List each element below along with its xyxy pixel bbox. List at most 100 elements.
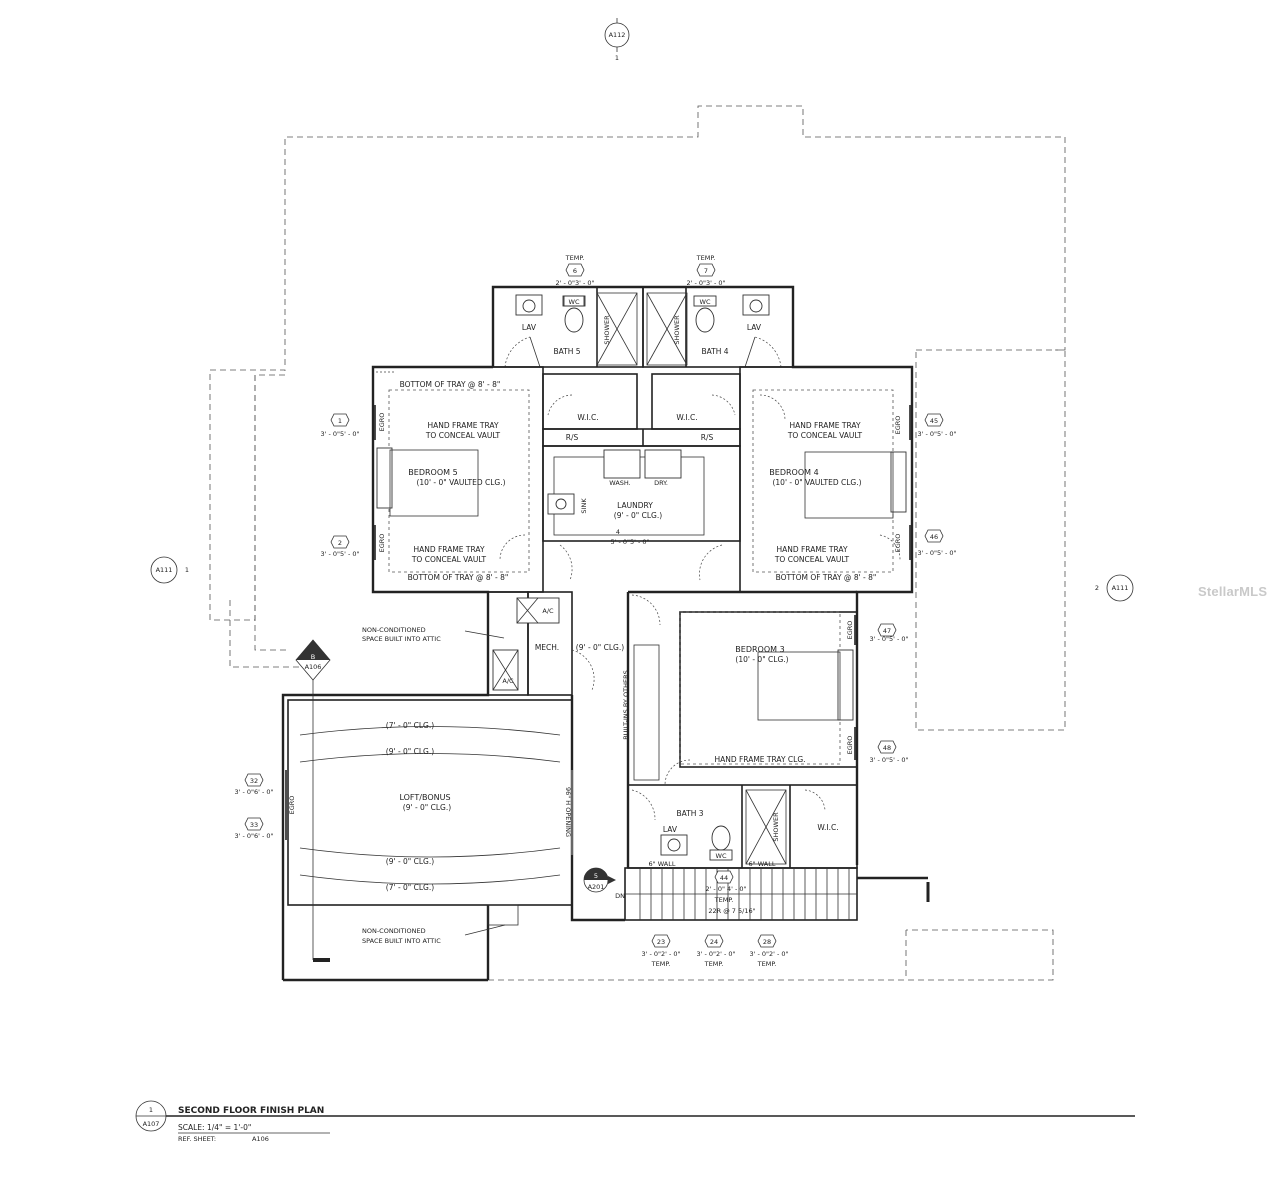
- loft-clg-7-top: (7' - 0" CLG.): [386, 721, 434, 730]
- window-tag-1: 1 3' - 0"5' - 0": [320, 413, 360, 438]
- section-ref-left: A111 1: [150, 556, 189, 584]
- window-tag-46: 46 3' - 0"5' - 0": [917, 529, 957, 557]
- section-ref-right: A111 2: [1095, 574, 1134, 602]
- section-ref-top: A112 1: [604, 18, 630, 62]
- builtins-label: BUILT-INS BY OTHERS: [622, 670, 630, 739]
- mech-label: MECH.: [535, 643, 559, 652]
- bedroom5-tray-top: BOTTOM OF TRAY @ 8' - 8": [400, 380, 501, 389]
- svg-text:32: 32: [250, 777, 258, 785]
- stair-dn-label: DN: [615, 892, 625, 900]
- window-tag-48: 48 3' - 0"5' - 0": [869, 740, 909, 764]
- svg-text:TEMP.: TEMP.: [565, 254, 585, 262]
- bedroom4-egress-1: EGRO: [894, 416, 902, 435]
- loft-bonus: [285, 699, 573, 936]
- loft-opening: 96" H OPENING: [564, 787, 572, 837]
- laundry-label: LAUNDRY: [617, 501, 653, 510]
- svg-text:5: 5: [594, 872, 598, 880]
- loft-clg-7-bottom: (7' - 0" CLG.): [386, 883, 434, 892]
- bath4-lav-label: LAV: [747, 323, 762, 332]
- bath3-wc-label: WC: [716, 852, 727, 860]
- svg-text:3' - 0"2' - 0": 3' - 0"2' - 0": [749, 950, 788, 958]
- ac-label-2: A/C: [502, 677, 514, 685]
- bath4-label: BATH 4: [701, 347, 728, 356]
- sink-label: SINK: [580, 498, 588, 514]
- svg-text:3' - 0"2' - 0": 3' - 0"2' - 0": [696, 950, 735, 958]
- mechanical-area: [464, 591, 595, 696]
- watermark: StellarMLS: [1198, 584, 1268, 599]
- bedroom5-handframe-bot-1: HAND FRAME TRAY: [413, 545, 485, 554]
- window-tag-6: TEMP. 6 2' - 0"3' - 0": [555, 254, 594, 287]
- svg-text:5' - 0"5' - 0": 5' - 0"5' - 0": [610, 538, 649, 546]
- svg-text:45: 45: [930, 417, 938, 425]
- bedroom3-egress-1: EGRO: [846, 621, 854, 640]
- window-tag-2: 2 3' - 0"5' - 0": [320, 535, 360, 558]
- window-tag-44: 44 2' - 0" 4' - 0" TEMP.: [705, 870, 747, 904]
- bath3-shower-label: SHOWER: [772, 812, 780, 842]
- bath4-shower-label: SHOWER: [673, 315, 681, 345]
- svg-text:6: 6: [573, 267, 577, 275]
- bedroom4-handframe-bot-2: TO CONCEAL VAULT: [774, 555, 850, 564]
- bedroom5-handframe-bot-2: TO CONCEAL VAULT: [411, 555, 487, 564]
- ac-label-1: A/C: [542, 607, 554, 615]
- title-scale: SCALE: 1/4" = 1'-0": [178, 1123, 251, 1132]
- bath4-wc-label: WC: [700, 298, 711, 306]
- svg-text:1: 1: [338, 417, 342, 425]
- bedroom5-clg: (10' - 0" VAULTED CLG.): [416, 478, 505, 487]
- bath-3: [627, 784, 858, 869]
- wall-6-left: 6" WALL: [649, 860, 676, 868]
- svg-text:3' - 0"5' - 0": 3' - 0"5' - 0": [917, 549, 956, 557]
- bedroom5-egress-1: EGRO: [378, 413, 386, 432]
- svg-text:A111: A111: [156, 566, 173, 574]
- svg-text:A106: A106: [305, 663, 322, 671]
- laundry-clg: (9' - 0" CLG.): [614, 511, 662, 520]
- nonconditioned-top-1: NON-CONDITIONED: [362, 626, 426, 634]
- washer-label: WASH.: [609, 479, 630, 487]
- svg-text:3' - 0"5' - 0": 3' - 0"5' - 0": [869, 756, 908, 764]
- wic-bath3-label: W.I.C.: [817, 823, 838, 832]
- bedroom5-handframe-top-2: TO CONCEAL VAULT: [425, 431, 501, 440]
- svg-text:3' - 0"5' - 0": 3' - 0"5' - 0": [869, 635, 908, 643]
- stair-risers-label: 22R @ 7 5/16": [708, 907, 755, 915]
- hall-clg: (9' - 0" CLG.): [576, 643, 624, 652]
- svg-text:7: 7: [704, 267, 708, 275]
- svg-text:3' - 0"6' - 0": 3' - 0"6' - 0": [234, 832, 273, 840]
- window-tag-32: 32 3' - 0"6' - 0": [234, 773, 274, 796]
- title-block: 1 A107 SECOND FLOOR FINISH PLAN SCALE: 1…: [135, 1100, 1135, 1143]
- bedroom5-label: BEDROOM 5: [408, 468, 457, 477]
- loft-clg-9-bottom: (9' - 0" CLG.): [386, 857, 434, 866]
- bedroom3-tray: HAND FRAME TRAY CLG.: [714, 755, 805, 764]
- loft-egress: EGRO: [288, 796, 296, 815]
- title-sheet: A107: [143, 1120, 160, 1128]
- svg-text:3' - 0"5' - 0": 3' - 0"5' - 0": [917, 430, 956, 438]
- nonconditioned-bottom-1: NON-CONDITIONED: [362, 927, 426, 935]
- bedroom4-handframe-top-2: TO CONCEAL VAULT: [787, 431, 863, 440]
- window-tag-47: 47 3' - 0"5' - 0": [869, 623, 909, 643]
- svg-text:B: B: [311, 653, 315, 661]
- svg-text:23: 23: [657, 938, 665, 946]
- ref-top-sheet: A112: [609, 31, 626, 39]
- bedroom3-clg: (10' - 0" CLG.): [735, 655, 788, 664]
- svg-text:3' - 0"5' - 0": 3' - 0"5' - 0": [320, 550, 359, 558]
- nonconditioned-bottom-2: SPACE BUILT INTO ATTIC: [362, 937, 441, 945]
- svg-text:A201: A201: [588, 883, 605, 891]
- svg-text:TEMP.: TEMP.: [704, 960, 724, 968]
- svg-text:TEMP.: TEMP.: [696, 254, 716, 262]
- svg-text:TEMP.: TEMP.: [714, 896, 734, 904]
- callout-b-a106: B A106: [295, 639, 331, 960]
- dryer-label: DRY.: [654, 479, 668, 487]
- svg-text:3' - 0"5' - 0": 3' - 0"5' - 0": [320, 430, 359, 438]
- wall-6-right: 6" WALL: [749, 860, 776, 868]
- bedroom4-handframe-bot-1: HAND FRAME TRAY: [776, 545, 848, 554]
- bedroom-3: [631, 594, 858, 786]
- svg-text:47: 47: [883, 627, 891, 635]
- roof-outline: [284, 105, 1066, 365]
- svg-text:TEMP.: TEMP.: [757, 960, 777, 968]
- svg-text:46: 46: [930, 533, 938, 541]
- window-tag-28: 28 3' - 0"2' - 0" TEMP.: [749, 934, 789, 968]
- bedroom4-clg: (10' - 0" VAULTED CLG.): [772, 478, 861, 487]
- rs-left-label: R/S: [566, 433, 579, 442]
- window-tag-23: 23 3' - 0"2' - 0" TEMP.: [641, 934, 681, 968]
- bath3-label: BATH 3: [676, 809, 703, 818]
